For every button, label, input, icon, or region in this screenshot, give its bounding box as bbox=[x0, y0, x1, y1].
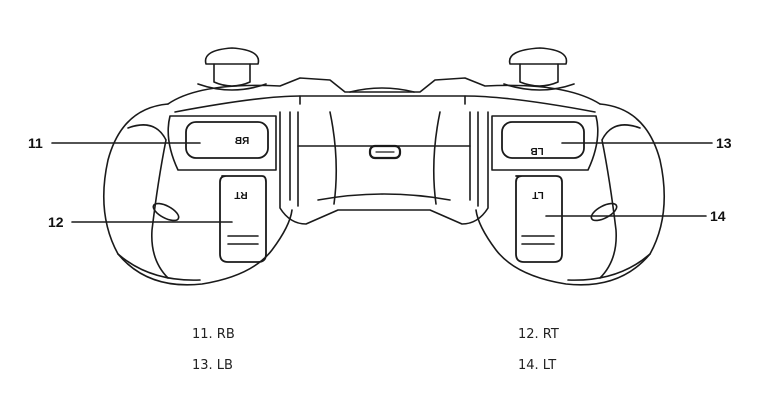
legend-item-rb: 11. RB bbox=[192, 327, 235, 342]
callout-number-12: 12 bbox=[48, 214, 64, 230]
left-grip-outline bbox=[103, 103, 293, 286]
rb-bumper-button[interactable] bbox=[185, 121, 269, 159]
callout-number-13: 13 bbox=[716, 135, 732, 151]
rt-label: RT bbox=[234, 189, 247, 200]
center-body-outline bbox=[279, 111, 489, 225]
legend-item-lt: 14. LT bbox=[518, 358, 557, 373]
rb-label: RB bbox=[235, 136, 249, 147]
left-thumbstick-icon bbox=[197, 47, 267, 91]
lb-bumper-button[interactable] bbox=[501, 121, 585, 159]
lt-trigger-button[interactable] bbox=[515, 175, 563, 263]
callout-number-14: 14 bbox=[710, 208, 726, 224]
callout-number-11: 11 bbox=[28, 135, 43, 151]
legend-item-lb: 13. LB bbox=[192, 358, 233, 373]
right-grip-outline bbox=[475, 103, 665, 286]
top-shell-outline bbox=[167, 77, 601, 105]
rt-trigger-button[interactable] bbox=[219, 175, 267, 263]
legend-item-rt: 12. RT bbox=[518, 327, 559, 342]
lb-label: LB bbox=[530, 145, 543, 156]
lt-label: LT bbox=[532, 189, 543, 200]
right-thumbstick-icon bbox=[503, 47, 575, 91]
usb-port-icon bbox=[368, 144, 402, 160]
